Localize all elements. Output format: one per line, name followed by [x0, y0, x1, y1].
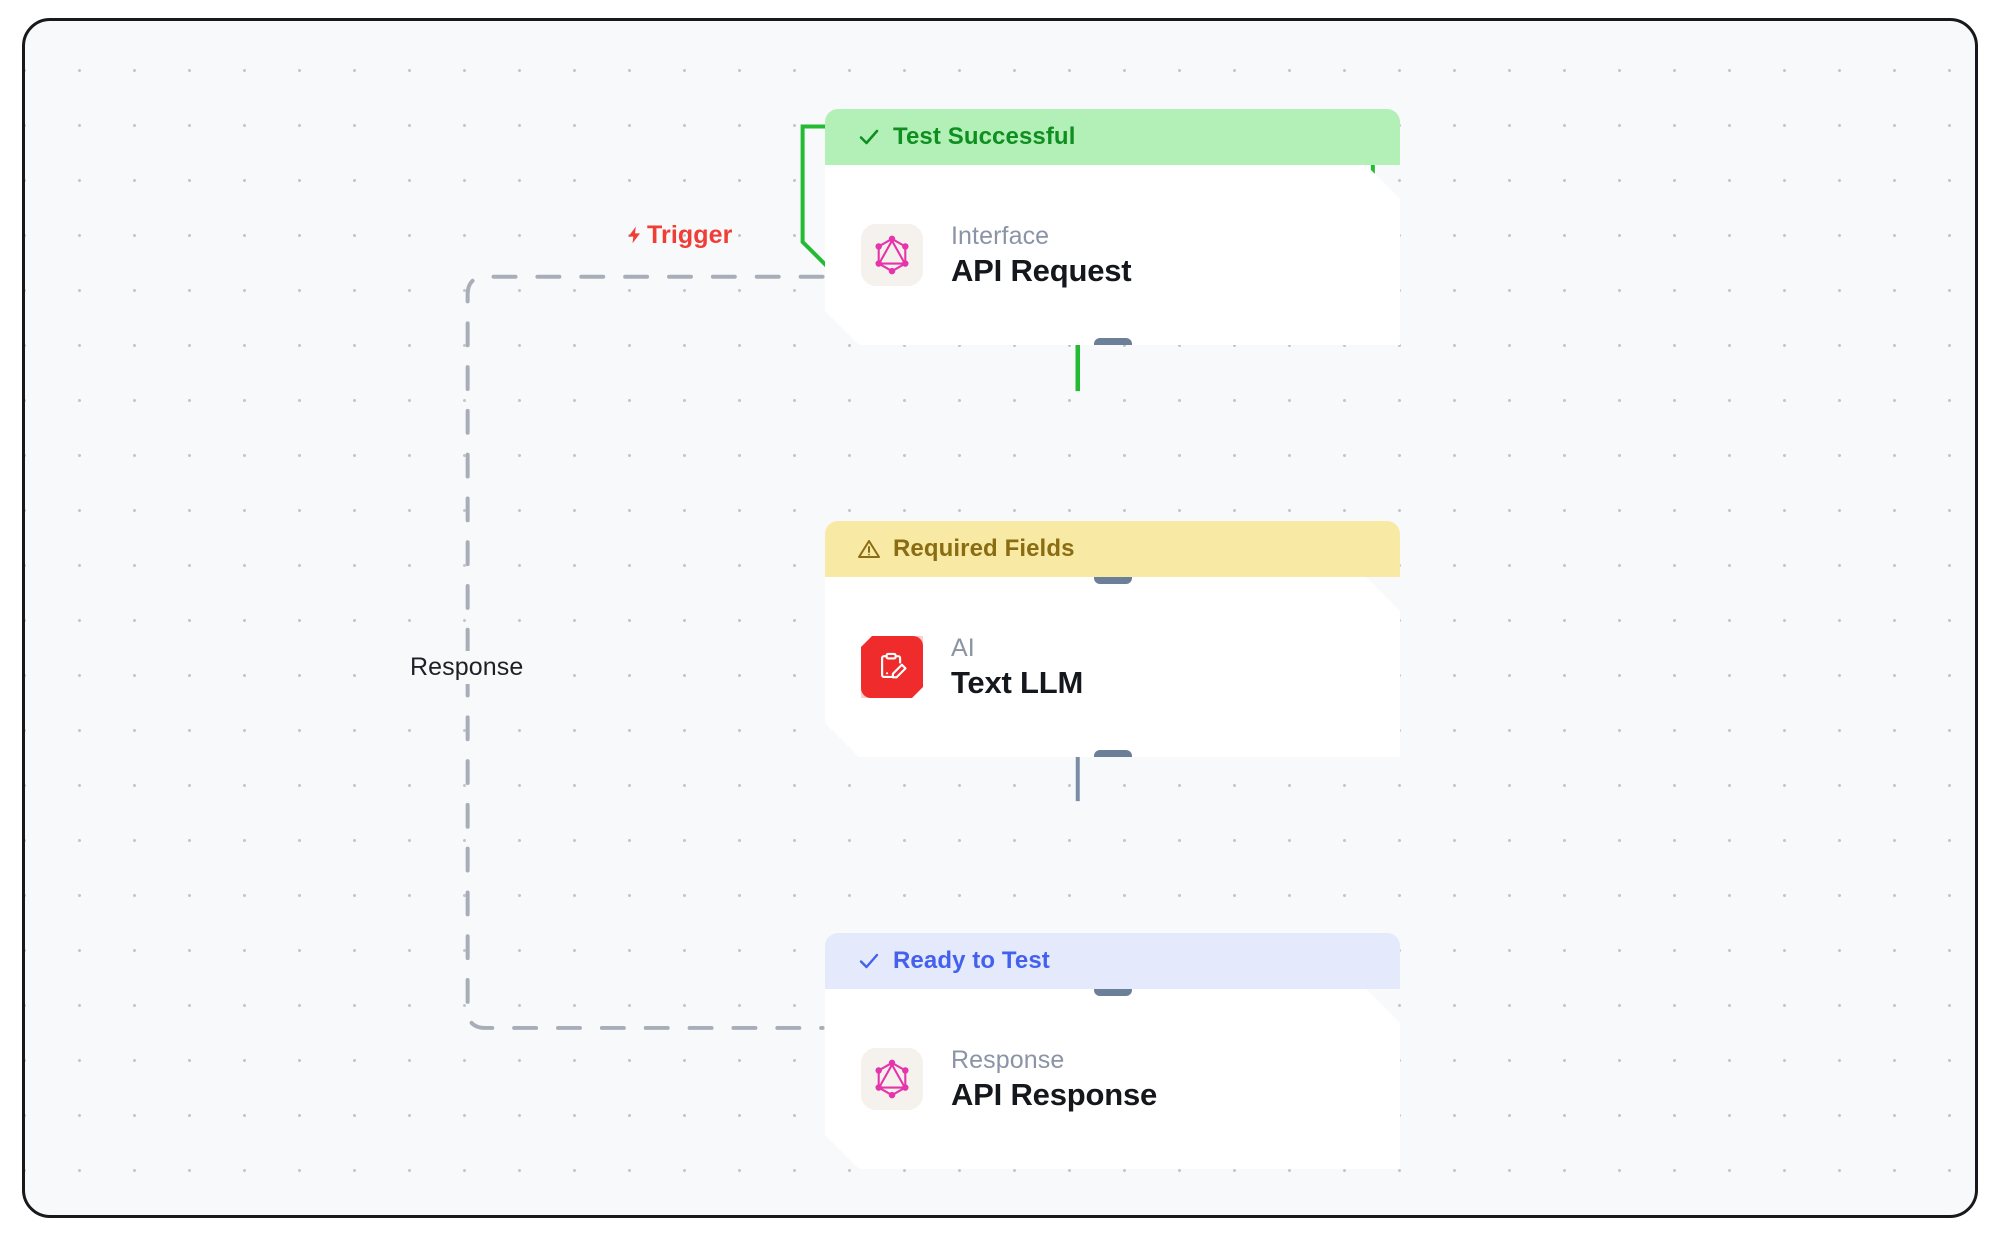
node-title-label: API Response [951, 1076, 1158, 1112]
node-text-text-llm: AI Text LLM [951, 634, 1083, 701]
status-banner-ready-to-test: Ready to Test [825, 933, 1400, 989]
warning-triangle-icon [857, 537, 881, 561]
edge-label-trigger-text: Trigger [647, 221, 733, 249]
node-kind-label: AI [951, 633, 975, 662]
edge-label-response: Response [403, 651, 531, 684]
status-banner-required-fields: Required Fields [825, 521, 1400, 577]
status-banner-label: Test Successful [893, 123, 1076, 150]
node-text-api-request: Interface API Request [951, 222, 1131, 289]
lightning-bolt-icon [625, 223, 645, 249]
status-banner-label: Required Fields [893, 535, 1075, 562]
node-title-label: API Request [951, 252, 1132, 288]
check-icon [857, 125, 881, 149]
node-api-response[interactable]: Ready to Test [825, 933, 1400, 1169]
node-body-api-request[interactable]: Interface API Request [825, 165, 1400, 345]
node-title-label: Text LLM [951, 664, 1084, 700]
node-body-text-llm[interactable]: AI Text LLM [825, 577, 1400, 757]
status-banner-test-successful: Test Successful [825, 109, 1400, 165]
node-kind-label: Response [951, 1045, 1065, 1074]
node-kind-label: Interface [951, 221, 1050, 250]
node-text-api-response: Response API Response [951, 1046, 1157, 1113]
edge-label-trigger: Trigger [625, 221, 732, 250]
workflow-canvas[interactable]: Trigger Response Test Successful [22, 18, 1978, 1218]
graphql-icon [861, 1048, 923, 1110]
node-body-api-response[interactable]: Response API Response [825, 989, 1400, 1169]
node-text-llm[interactable]: Required Fields AI Text LLM [825, 521, 1400, 757]
check-icon [857, 949, 881, 973]
graphql-icon [861, 224, 923, 286]
node-api-request[interactable]: Test Successful [825, 109, 1400, 345]
clipboard-edit-icon [861, 636, 923, 698]
status-banner-label: Ready to Test [893, 947, 1050, 974]
